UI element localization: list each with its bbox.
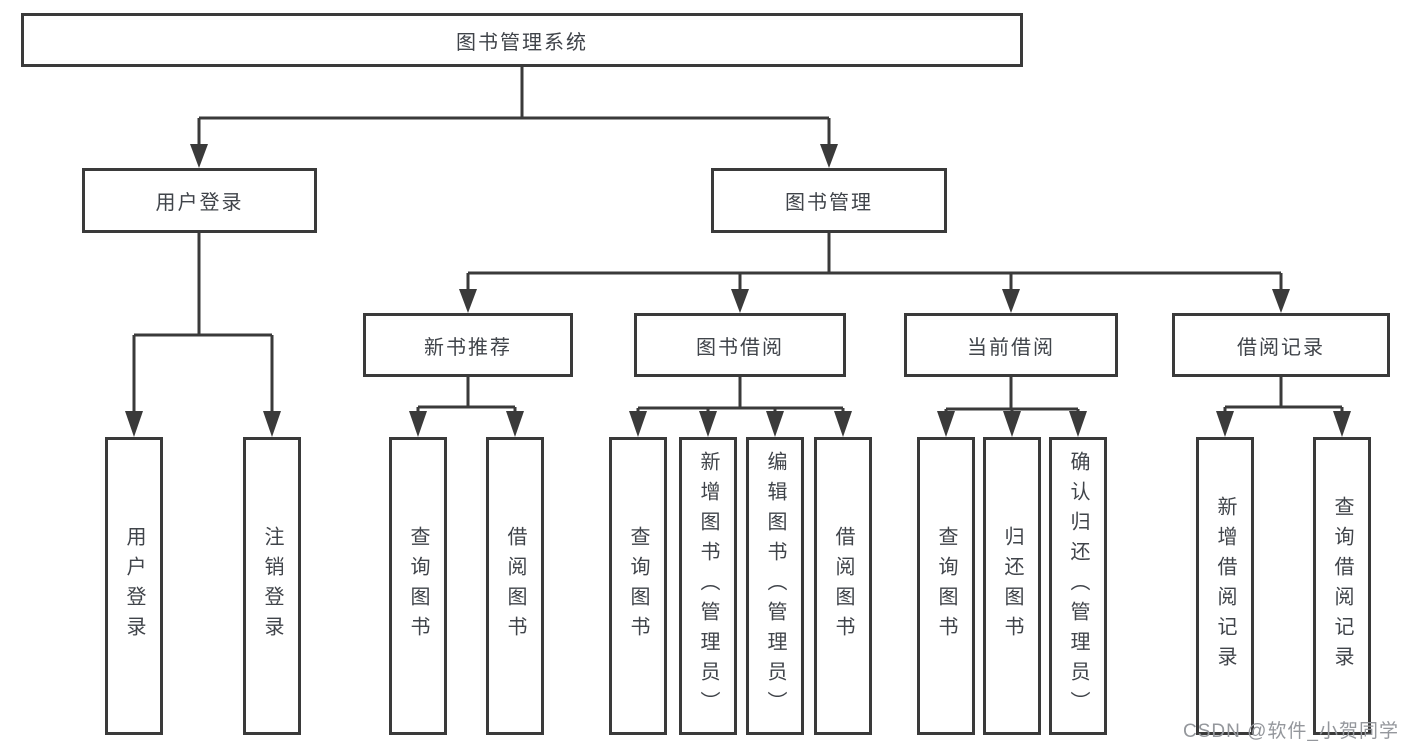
leaf-add-borrow-record: 新增借阅记录 [1196, 437, 1254, 735]
csdn-watermark: CSDN @软件_小贺同学 [1183, 721, 1399, 742]
leaf-return-book: 归还图书 [983, 437, 1041, 735]
node-borrowing-records: 借阅记录 [1172, 313, 1390, 377]
leaf-borrow-books-borrowing: 借阅图书 [814, 437, 872, 735]
node-library-management-system: 图书管理系统 [21, 13, 1023, 67]
tree-edges [132, 67, 1344, 413]
leaf-query-books-current: 查询图书 [917, 437, 975, 735]
leaf-confirm-return-admin: 确认归还（管理员） [1049, 437, 1107, 735]
leaf-logout: 注销登录 [243, 437, 301, 735]
arrowheads [125, 144, 1351, 437]
node-book-management: 图书管理 [711, 168, 947, 233]
node-new-book-recommendation: 新书推荐 [363, 313, 573, 377]
leaf-query-borrow-record: 查询借阅记录 [1313, 437, 1371, 735]
leaf-edit-book-admin: 编辑图书（管理员） [746, 437, 804, 735]
node-current-borrowing: 当前借阅 [904, 313, 1118, 377]
leaf-user-login: 用户登录 [105, 437, 163, 735]
leaf-add-book-admin: 新增图书（管理员） [679, 437, 737, 735]
leaf-borrow-books-recommend: 借阅图书 [486, 437, 544, 735]
node-user-login: 用户登录 [82, 168, 317, 233]
node-book-borrowing: 图书借阅 [634, 313, 846, 377]
leaf-query-books-recommend: 查询图书 [389, 437, 447, 735]
leaf-query-books-borrowing: 查询图书 [609, 437, 667, 735]
